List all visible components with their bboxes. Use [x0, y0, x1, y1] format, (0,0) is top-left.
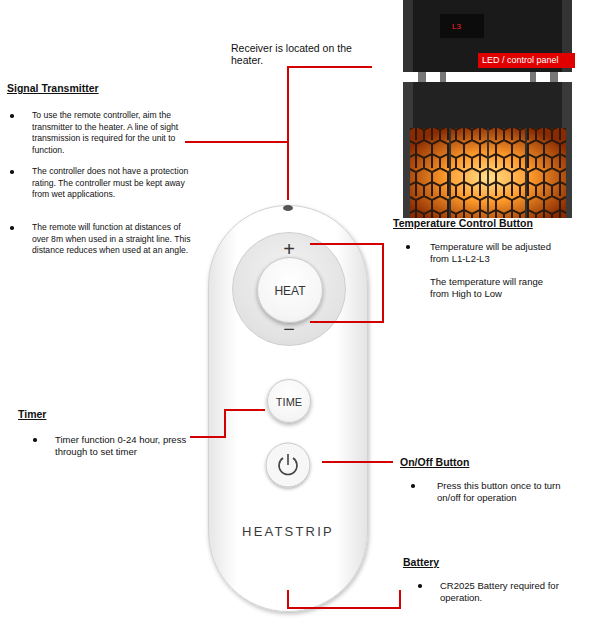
callout-heading: Signal Transmitter	[7, 82, 167, 94]
bullet-text: The remote will function at distances of…	[32, 222, 197, 257]
bullet-text: Timer function 0-24 hour, press through …	[55, 434, 190, 458]
callout-heading: Battery	[403, 556, 483, 568]
callout-heading: Temperature Control Button	[393, 217, 593, 229]
node-text: TIME	[268, 395, 310, 409]
note-text: The temperature will range from High to …	[430, 276, 555, 300]
heating-element	[410, 128, 566, 218]
heater-rod	[525, 128, 527, 218]
bullet-text: CR2025 Battery required for operation.	[440, 580, 575, 604]
bullet-text: The controller does not have a protectio…	[32, 166, 197, 201]
leader-bracket	[310, 244, 383, 322]
callout-heading: On/Off Button	[400, 456, 520, 468]
bullet-text: Temperature will be adjusted from L1-L2-…	[430, 241, 555, 265]
heater-connector	[530, 72, 536, 82]
leader-line	[185, 141, 288, 143]
remote-body: HEATSTRIP +−HEAT TIME	[208, 205, 368, 612]
heater-connector	[418, 72, 426, 82]
heating-grille	[410, 128, 566, 218]
led-panel-tag: LED / control panel	[478, 53, 575, 68]
heater-body	[403, 82, 572, 218]
bullet-text: Press this button once to turn on/off fo…	[437, 480, 572, 504]
heater-connector	[550, 72, 558, 82]
callout-heading: Timer	[18, 408, 78, 420]
heater-edge	[403, 0, 413, 72]
time-button: TIME	[267, 379, 311, 423]
power-icon	[287, 454, 289, 465]
heat-button: HEAT	[257, 257, 323, 323]
leader-line	[288, 67, 372, 200]
heater-display	[440, 14, 484, 38]
leader-bracket	[288, 590, 400, 608]
note-text: Receiver is located on the heater.	[231, 42, 376, 66]
leader-line	[322, 461, 393, 463]
node-text: LED / control panel	[478, 55, 575, 66]
heater-connector	[440, 72, 446, 82]
heater-rod	[449, 128, 451, 218]
leader-line	[190, 410, 265, 437]
bullet-text: To use the remote controller, aim the tr…	[32, 110, 197, 156]
temperature-ring: +−HEAT	[232, 232, 346, 346]
display-readout: L3	[452, 22, 472, 31]
heater-rod	[487, 128, 489, 218]
transmitter-dot	[283, 205, 293, 211]
node-text: HEATSTRIP	[209, 524, 367, 539]
power-button	[266, 443, 310, 487]
node-text: +	[233, 239, 345, 259]
node-text: HEAT	[258, 284, 322, 298]
